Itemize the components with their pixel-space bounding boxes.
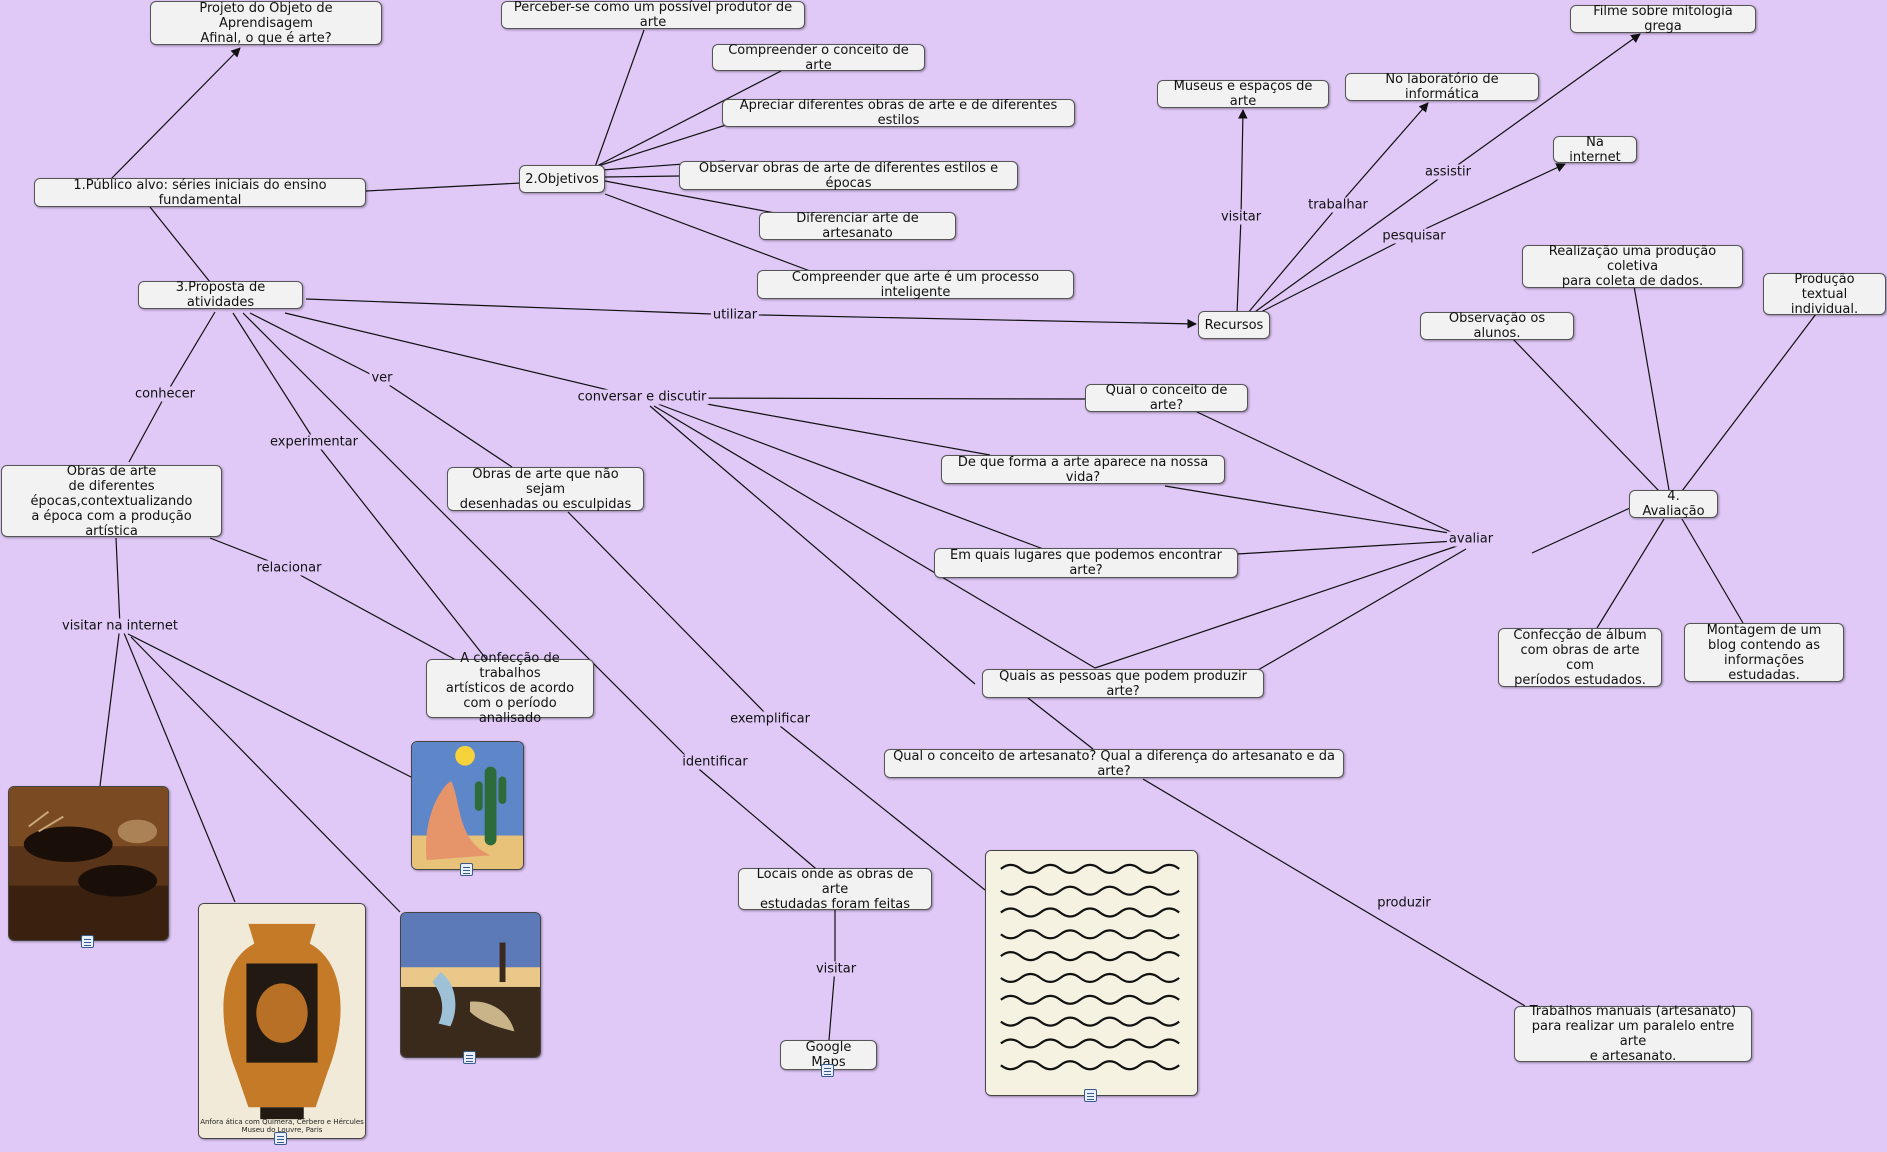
attachment-icon-calligraphy[interactable] (1084, 1089, 1097, 1102)
edge-label-avaliar: avaliar (1447, 532, 1495, 547)
edge-label-visitar-maps: visitar (814, 962, 858, 977)
node-de-que-forma[interactable]: De que forma a arte aparece na nossa vid… (941, 455, 1225, 484)
edge-label-trabalhar: trabalhar (1306, 198, 1370, 213)
node-obras-nao[interactable]: Obras de arte que não sejam desenhadas o… (447, 467, 644, 511)
node-processo[interactable]: Compreender que arte é um processo intel… (757, 270, 1074, 299)
edge-label-identificar: identificar (680, 755, 749, 770)
node-em-quais[interactable]: Em quais lugares que podemos encontrar a… (934, 548, 1238, 578)
edge-label-relacionar: relacionar (255, 561, 324, 576)
node-filme[interactable]: Filme sobre mitologia grega (1570, 5, 1756, 33)
node-internet[interactable]: Na internet (1553, 136, 1637, 163)
node-diferenciar[interactable]: Diferenciar arte de artesanato (759, 212, 956, 240)
node-locais[interactable]: Locais onde as obras de arte estudadas f… (738, 868, 932, 910)
node-recursos[interactable]: Recursos (1198, 311, 1270, 339)
edge-label-visitar-museus: visitar (1219, 210, 1263, 225)
edge-label-conversar: conversar e discutir (576, 390, 709, 405)
node-trabalhos-manuais[interactable]: Trabalhos manuais (artesanato) para real… (1514, 1006, 1752, 1062)
edge-label-experimentar: experimentar (268, 435, 360, 450)
node-qual-conceito[interactable]: Qual o conceito de arte? (1085, 384, 1248, 412)
node-apreciar[interactable]: Apreciar diferentes obras de arte e de d… (722, 99, 1075, 127)
attachment-icon-desert[interactable] (460, 863, 473, 876)
node-confeccao-album[interactable]: Confecção de álbum com obras de arte com… (1498, 628, 1662, 687)
attachment-icon-clocks[interactable] (463, 1051, 476, 1064)
node-objetivos[interactable]: 2.Objetivos (519, 165, 605, 193)
edge-label-visitar-internet: visitar na internet (60, 619, 180, 634)
edge-label-conhecer: conhecer (133, 387, 197, 402)
image-calligraphy[interactable] (985, 850, 1198, 1096)
node-observacao[interactable]: Observação os alunos. (1420, 312, 1574, 340)
node-museus[interactable]: Museus e espaços de arte (1157, 80, 1329, 108)
image-cave-painting[interactable] (8, 786, 169, 941)
node-projeto[interactable]: Projeto do Objeto de Aprendisagem Afinal… (150, 1, 382, 45)
edge-label-assistir: assistir (1423, 165, 1473, 180)
edge-label-exemplificar: exemplificar (728, 712, 812, 727)
attachment-icon-vase[interactable] (274, 1132, 287, 1145)
image-greek-vase[interactable]: Anfora ática com Quimera, Cérbero e Hérc… (198, 903, 366, 1139)
node-montagem[interactable]: Montagem de um blog contendo as informaç… (1684, 623, 1844, 682)
edge-label-utilizar: utilizar (711, 308, 759, 323)
image-desert-painting[interactable] (411, 741, 524, 870)
attachment-icon-google-maps[interactable] (821, 1064, 834, 1077)
node-laboratorio[interactable]: No laboratório de informática (1345, 73, 1539, 101)
node-observar[interactable]: Observar obras de arte de diferentes est… (679, 161, 1018, 190)
node-producao-textual[interactable]: Produção textual individual. (1763, 273, 1886, 315)
edge-label-pesquisar: pesquisar (1380, 229, 1447, 244)
attachment-icon-cave[interactable] (81, 935, 94, 948)
image-melting-clocks[interactable] (400, 912, 541, 1058)
node-proposta[interactable]: 3.Proposta de atividades (138, 281, 303, 309)
node-realizacao[interactable]: Realização uma produção coletiva para co… (1522, 245, 1743, 288)
node-compreender[interactable]: Compreender o conceito de arte (712, 44, 925, 71)
edge-label-produzir: produzir (1375, 896, 1433, 911)
node-publico[interactable]: 1.Público alvo: séries iniciais do ensin… (34, 178, 366, 207)
edge-label-ver: ver (369, 371, 394, 386)
node-confeccao-trabalhos[interactable]: A confecção de trabalhos artísticos de a… (426, 659, 594, 718)
node-obras-epocas[interactable]: Obras de arte de diferentes épocas,conte… (1, 465, 222, 537)
node-perceber[interactable]: Perceber-se como um possível produtor de… (501, 1, 805, 29)
node-quais-pessoas[interactable]: Quais as pessoas que podem produzir arte… (982, 669, 1264, 698)
node-avaliacao[interactable]: 4. Avaliação (1629, 490, 1718, 518)
node-artesanato[interactable]: Qual o conceito de artesanato? Qual a di… (884, 749, 1344, 778)
